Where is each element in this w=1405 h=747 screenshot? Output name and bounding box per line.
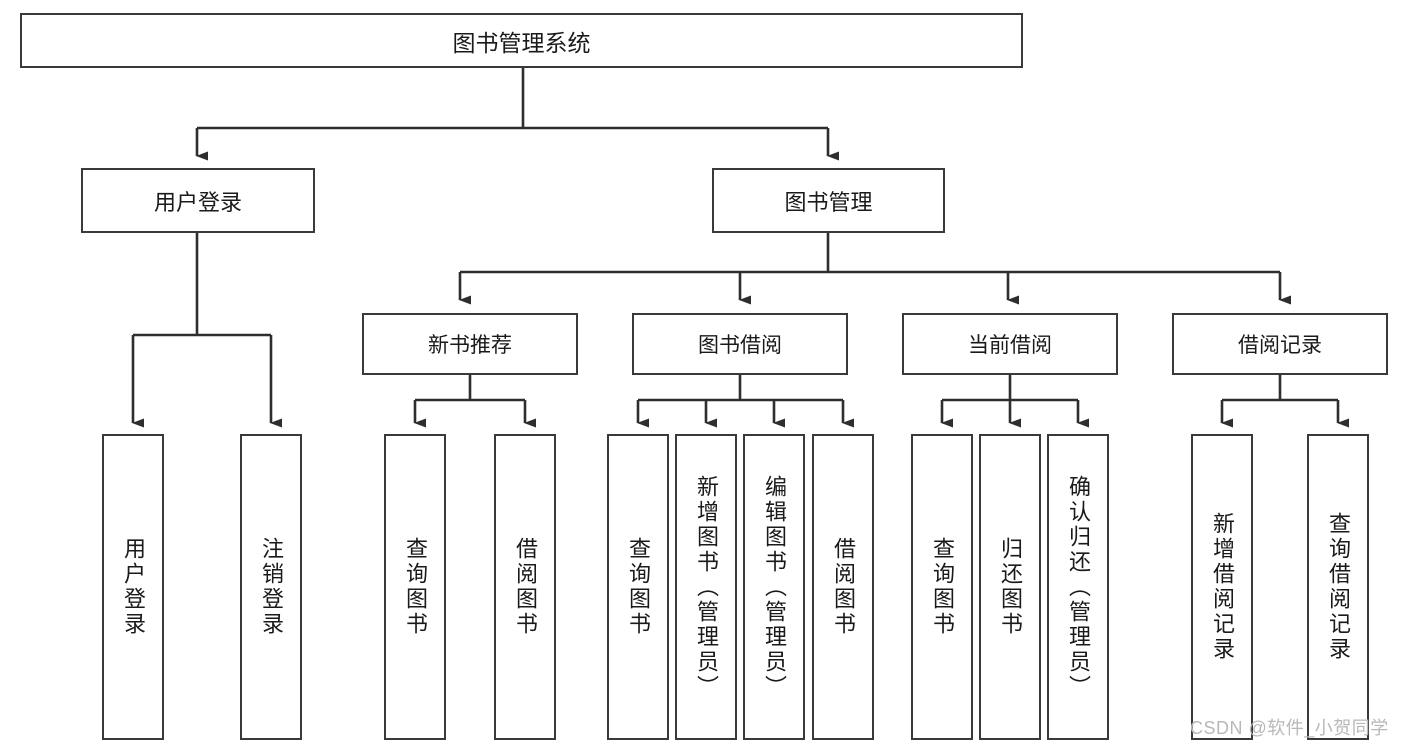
- leaf-book-borrow-edit-book-admin[interactable]: 编辑图书（管理员）: [743, 434, 805, 740]
- node-current-borrow[interactable]: 当前借阅: [902, 313, 1118, 375]
- leaf-label: 归还图书: [998, 537, 1023, 637]
- leaf-user-login-login[interactable]: 用户登录: [102, 434, 164, 740]
- leaf-borrow-record-query-record[interactable]: 查询借阅记录: [1307, 434, 1369, 740]
- leaf-current-borrow-query-book[interactable]: 查询图书: [911, 434, 973, 740]
- leaf-new-book-query-book[interactable]: 查询图书: [384, 434, 446, 740]
- leaf-label: 编辑图书（管理员）: [762, 474, 787, 700]
- leaf-label: 新增借阅记录: [1210, 512, 1235, 662]
- node-book-management[interactable]: 图书管理: [712, 168, 945, 233]
- leaf-book-borrow-add-book-admin[interactable]: 新增图书（管理员）: [675, 434, 737, 740]
- leaf-label: 查询借阅记录: [1326, 512, 1351, 662]
- node-label: 图书借阅: [698, 334, 782, 357]
- node-new-book-recommend[interactable]: 新书推荐: [362, 313, 578, 375]
- node-label: 图书管理: [784, 189, 873, 215]
- node-book-borrow[interactable]: 图书借阅: [632, 313, 848, 375]
- leaf-new-book-borrow-book[interactable]: 借阅图书: [494, 434, 556, 740]
- node-label: 用户登录: [153, 189, 242, 215]
- leaf-current-borrow-return-book[interactable]: 归还图书: [979, 434, 1041, 740]
- node-label: 当前借阅: [968, 334, 1052, 357]
- leaf-book-borrow-query-book[interactable]: 查询图书: [607, 434, 669, 740]
- leaf-book-borrow-borrow-book[interactable]: 借阅图书: [812, 434, 874, 740]
- node-label: 图书管理系统: [452, 29, 591, 56]
- leaf-current-borrow-confirm-return-admin[interactable]: 确认归还（管理员）: [1047, 434, 1109, 740]
- leaf-label: 确认归还（管理员）: [1066, 474, 1091, 700]
- leaf-label: 借阅图书: [831, 537, 856, 637]
- leaf-label: 查询图书: [626, 537, 651, 637]
- csdn-watermark: CSDN @软件_小贺同学: [1190, 718, 1389, 738]
- node-label: 借阅记录: [1238, 334, 1322, 357]
- node-book-management-system[interactable]: 图书管理系统: [20, 13, 1023, 68]
- leaf-user-login-logout[interactable]: 注销登录: [240, 434, 302, 740]
- leaf-label: 查询图书: [930, 537, 955, 637]
- leaf-label: 注销登录: [259, 537, 284, 637]
- leaf-label: 借阅图书: [513, 537, 538, 637]
- node-user-login[interactable]: 用户登录: [81, 168, 315, 233]
- node-label: 新书推荐: [428, 334, 512, 357]
- node-borrow-record[interactable]: 借阅记录: [1172, 313, 1388, 375]
- leaf-label: 查询图书: [403, 537, 428, 637]
- leaf-label: 新增图书（管理员）: [694, 474, 719, 700]
- leaf-label: 用户登录: [121, 537, 146, 637]
- leaf-borrow-record-add-record[interactable]: 新增借阅记录: [1191, 434, 1253, 740]
